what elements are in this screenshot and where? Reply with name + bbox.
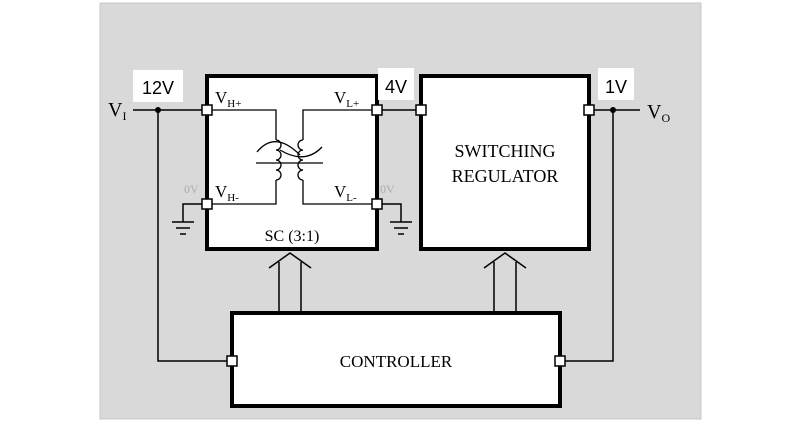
regulator-label-line1: SWITCHING bbox=[455, 141, 556, 161]
output-voltage-label: VO bbox=[647, 101, 670, 125]
tag-1v-bg bbox=[598, 68, 634, 100]
vh-minus-label: VH- bbox=[215, 182, 239, 204]
vh-plus-label: VH+ bbox=[215, 88, 241, 110]
tag-4v-bg bbox=[378, 68, 414, 100]
ground-icon bbox=[390, 221, 412, 235]
regulator-label-line2: REGULATOR bbox=[452, 166, 559, 186]
ports bbox=[201, 104, 595, 367]
junction-dot-output bbox=[610, 107, 616, 113]
input-sense-wire bbox=[157, 110, 232, 362]
control-arrow-regulator bbox=[483, 252, 527, 313]
sc-title: SC (3:1) bbox=[265, 228, 320, 245]
vl-minus-label: VL- bbox=[334, 182, 357, 204]
zero-volt-right: 0V bbox=[380, 182, 395, 196]
port-vl-plus bbox=[371, 104, 383, 116]
ground-wire-right bbox=[377, 203, 402, 222]
port-controller-out bbox=[554, 355, 566, 367]
junction-dot-input bbox=[155, 107, 161, 113]
switching-regulator-block bbox=[419, 74, 591, 251]
port-regulator-in bbox=[415, 104, 427, 116]
control-arrow-sc bbox=[268, 252, 312, 313]
controller-label: CONTROLLER bbox=[340, 352, 453, 371]
wires bbox=[133, 109, 640, 362]
port-regulator-out bbox=[583, 104, 595, 116]
zero-volt-left: 0V bbox=[184, 182, 199, 196]
port-vl-minus bbox=[371, 198, 383, 210]
tag-12v-bg bbox=[133, 70, 183, 102]
voltage-tag-1v: 1V bbox=[605, 77, 627, 97]
input-voltage-label: VI bbox=[108, 99, 126, 123]
ground-wire-left bbox=[182, 203, 207, 222]
port-vh-minus bbox=[201, 198, 213, 210]
port-controller-in bbox=[226, 355, 238, 367]
transformer-icon bbox=[207, 109, 377, 205]
voltage-tag-12v: 12V bbox=[142, 78, 174, 98]
port-vh-plus bbox=[201, 104, 213, 116]
ground-icon bbox=[172, 221, 194, 235]
voltage-tag-4v: 4V bbox=[385, 77, 407, 97]
output-sense-wire bbox=[560, 110, 614, 362]
vl-plus-label: VL+ bbox=[334, 88, 359, 110]
